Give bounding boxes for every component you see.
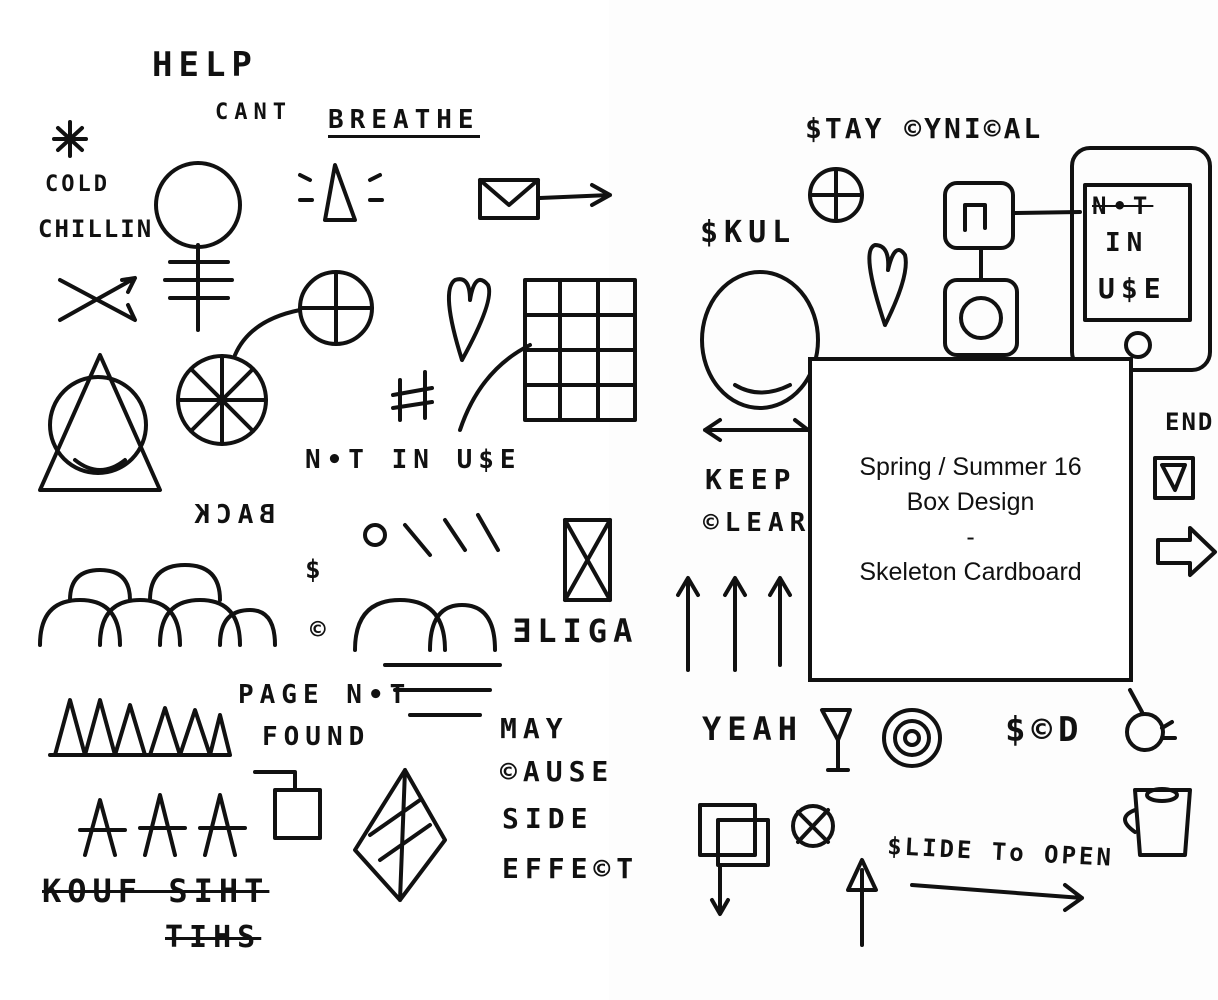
- doodle-text-cause: ©AUSE: [500, 755, 615, 788]
- doodle-text-breathe: BREATHE: [328, 105, 480, 138]
- mug-doodle: [1123, 787, 1192, 857]
- square-symbol-doodle: [253, 770, 322, 840]
- hash-doodle: [391, 370, 434, 422]
- caption-separator: -: [966, 522, 975, 551]
- doodle-text-copyright: ©: [310, 615, 332, 645]
- checkerboard-doodle: [458, 278, 637, 432]
- doodle-text-end: END: [1165, 408, 1215, 436]
- doodle-text-page-not: PAGE N•T: [238, 680, 412, 710]
- lamp-doodle: [298, 163, 384, 222]
- boxes-arrow-doodle: [698, 803, 770, 916]
- goblet-doodle: [820, 708, 852, 772]
- up-arrows-doodle: [676, 576, 792, 672]
- doodle-text-effects: EFFE©T: [502, 852, 640, 885]
- doodle-text-tihs: TIHS: [165, 920, 262, 955]
- doodle-text-side: SIDE: [502, 802, 594, 835]
- slide-arrow-doodle: [910, 883, 1084, 912]
- outline-arrow-doodle: [1156, 526, 1217, 577]
- skull-doodle: [154, 161, 242, 332]
- doodle-text-may: MAY: [500, 712, 569, 745]
- envelope-arrow-doodle: [478, 178, 612, 220]
- boxed-x-doodle: [563, 518, 612, 602]
- doodle-text-fragile: ƎLIGA: [512, 612, 639, 650]
- asterisk-doodle: [52, 120, 88, 158]
- caption-title: Box Design: [906, 487, 1035, 516]
- doodle-text-cold: COLD: [45, 172, 110, 197]
- triangles-row-doodle: [48, 698, 232, 757]
- crosshair-doodle: [298, 270, 374, 346]
- pyramid-doodle: [353, 768, 447, 902]
- doodle-text-found: FOUND: [262, 722, 371, 752]
- caption-subtitle: Skeleton Cardboard: [859, 557, 1082, 586]
- triple-a-doodle: [78, 793, 247, 857]
- music-icon-doodle: [943, 181, 1082, 250]
- doodle-text-dollar: $: [305, 555, 327, 585]
- left-sketch-page: [0, 0, 609, 1000]
- black-arrow-doodle: [846, 858, 878, 947]
- phone-doodle: [1070, 146, 1212, 372]
- doodle-text-yeah: YEAH: [702, 710, 804, 748]
- phone-text-not: N•T: [1092, 192, 1154, 220]
- doodle-text-help: HELP: [152, 45, 258, 85]
- phone-text-in: IN: [1105, 228, 1149, 258]
- skull-right-doodle: [700, 270, 820, 410]
- doodle-text-kouf: KOUF SIHT: [42, 872, 270, 910]
- camera-icon-doodle: [943, 246, 1019, 357]
- double-arrow-doodle: [703, 418, 810, 442]
- heart-doodle: [446, 277, 492, 362]
- doodle-text-back: BACK: [188, 500, 275, 530]
- circle-x-doodle: [808, 167, 864, 223]
- doodle-text-sod: $©D: [1005, 710, 1085, 750]
- wheel-doodle: [176, 308, 302, 446]
- caption-season: Spring / Summer 16: [859, 452, 1082, 481]
- hand-doodle: [1125, 688, 1177, 752]
- triangle-face-doodle: [38, 353, 162, 492]
- boxed-triangle-doodle: [1153, 456, 1195, 500]
- doodle-text-clear: ©LEAR: [703, 508, 812, 538]
- caption-box: Spring / Summer 16 Box Design - Skeleton…: [808, 357, 1133, 682]
- heart-right-doodle: [867, 243, 908, 327]
- doodle-text-skul: $KUL: [700, 215, 797, 250]
- doodle-text-keep: KEEP: [705, 463, 797, 496]
- circle-slash-doodle: [791, 804, 835, 848]
- phone-text-use: U$E: [1098, 272, 1167, 305]
- crossed-arrows-doodle: [58, 276, 137, 322]
- spiral-doodle: [882, 708, 942, 768]
- arches-doodle: [38, 563, 277, 647]
- pills-doodle: [363, 513, 500, 557]
- doodle-text-chillin: CHILLIN: [38, 215, 154, 243]
- arches-scribble-doodle: [353, 598, 502, 717]
- doodle-text-stay-cynical: $TAY ©YNI©AL: [805, 112, 1044, 145]
- doodle-text-not-in-use: N•T IN U$E: [305, 445, 522, 475]
- doodle-text-cant: CANT: [215, 100, 292, 125]
